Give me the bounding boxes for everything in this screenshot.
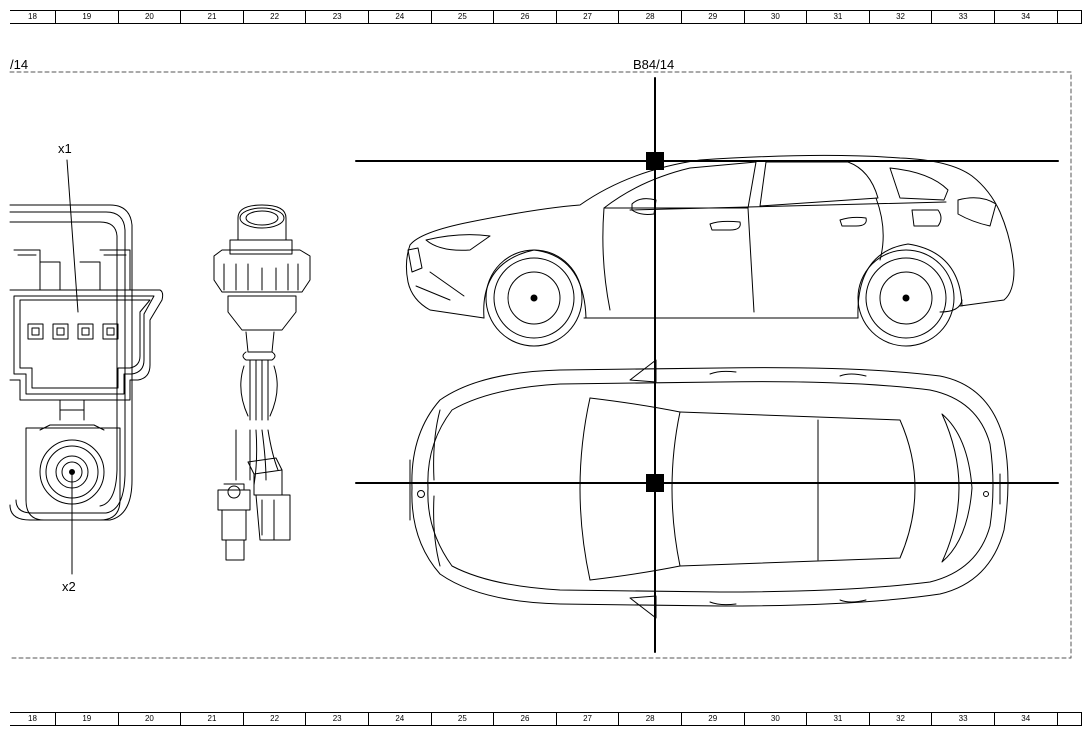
ruler-column: 29 [680, 11, 744, 23]
ruler-column: 23 [305, 713, 368, 725]
ruler-column: 19 [55, 713, 118, 725]
ruler-column: 31 [806, 713, 869, 725]
ruler-column: 20 [117, 713, 181, 725]
ruler-column: 23 [305, 11, 368, 23]
ruler-column: 25 [430, 11, 494, 23]
ruler-column: 32 [868, 713, 932, 725]
ruler-column: 22 [242, 11, 306, 23]
left-reference-label: /14 [10, 57, 29, 72]
ruler-column: 28 [618, 11, 681, 23]
ruler-column: 26 [493, 713, 556, 725]
ruler-column [1056, 713, 1082, 725]
ruler-column: 26 [493, 11, 556, 23]
connector-housing-drawing [9, 159, 164, 575]
car-top-view [409, 359, 1009, 619]
sensor-marker-side-view [646, 152, 664, 170]
ruler-column: 30 [743, 713, 807, 725]
ruler-column: 33 [931, 713, 994, 725]
ruler-column: 21 [180, 11, 243, 23]
ruler-column: 18 [28, 12, 37, 21]
ruler-column: 21 [180, 713, 243, 725]
car-side-view [405, 154, 1015, 347]
ruler-column: 30 [743, 11, 807, 23]
ruler-column: 32 [868, 11, 932, 23]
ruler-column: 31 [806, 11, 869, 23]
ruler-column: 22 [242, 713, 306, 725]
component-frame [9, 71, 1072, 659]
ruler-column: 24 [367, 713, 431, 725]
component-reference-label: B84/14 [633, 57, 675, 72]
ruler-column: 28 [618, 713, 681, 725]
ruler-column: 19 [55, 11, 118, 23]
ruler-column [1056, 11, 1082, 23]
ruler-column: 27 [555, 11, 619, 23]
connector-x2-label: x2 [62, 579, 76, 594]
ruler-column: 25 [430, 713, 494, 725]
camera-sensor-drawing [213, 204, 311, 561]
ruler-column: 34 [993, 713, 1057, 725]
sensor-marker-top-view [646, 474, 664, 492]
ruler-column: 33 [931, 11, 994, 23]
ruler-column: 24 [367, 11, 431, 23]
ruler-column: 29 [680, 713, 744, 725]
connector-x1-label: x1 [58, 141, 72, 156]
ruler-column: 18 [28, 714, 37, 723]
ruler-column: 34 [993, 11, 1057, 23]
ruler-column: 20 [117, 11, 181, 23]
ruler-column: 27 [555, 713, 619, 725]
sensor-position-crosshair [355, 77, 1059, 653]
